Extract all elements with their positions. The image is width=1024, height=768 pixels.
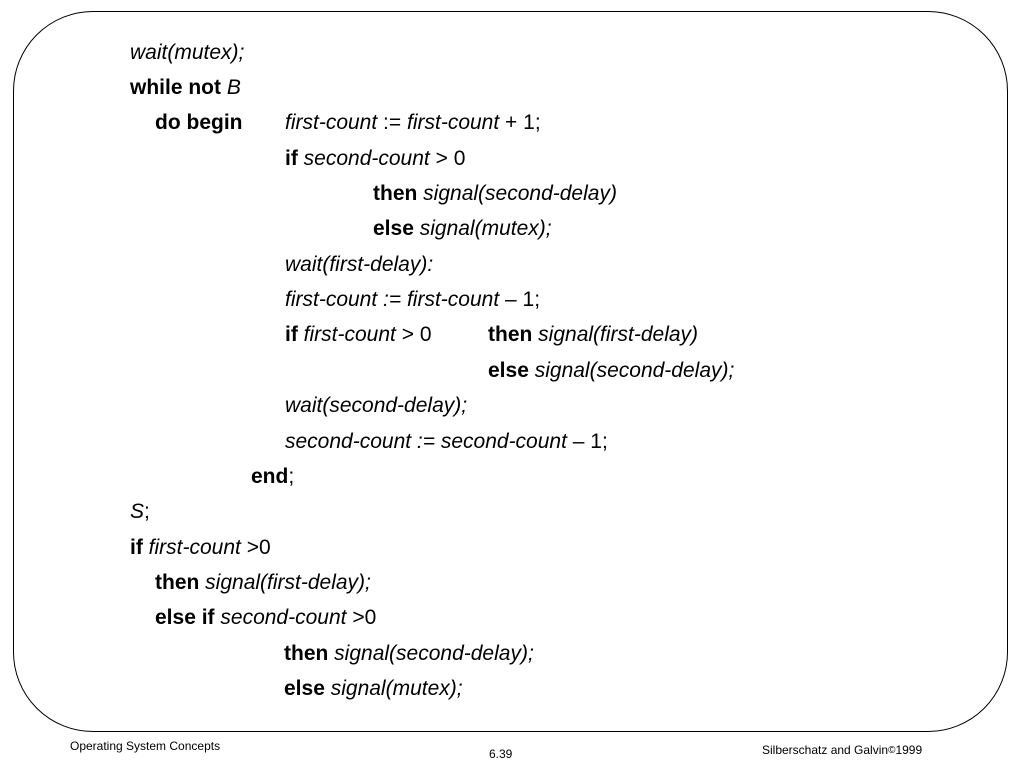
code-line-13: end; xyxy=(251,464,294,490)
keyword: else xyxy=(284,677,325,700)
keyword: then xyxy=(488,323,533,346)
footer-authors: Silberschatz and Galvin xyxy=(762,743,889,757)
code-token: second-count := second-count xyxy=(285,430,567,453)
footer-left: Operating System Concepts xyxy=(70,739,221,753)
code-token: second-count xyxy=(303,147,430,170)
code-token: signal(first-delay) xyxy=(538,323,699,346)
code-line-2: while not B xyxy=(130,75,241,101)
keyword: else xyxy=(373,217,414,240)
punctuation: ; xyxy=(288,465,295,488)
operator: – 1; xyxy=(572,430,608,453)
code-line-15: if first-count >0 xyxy=(130,535,271,561)
operator: >0 xyxy=(352,606,377,629)
code-line-11: wait(second-delay); xyxy=(285,393,467,419)
code-token: first-count := first-count xyxy=(285,288,500,311)
footer-year: 1999 xyxy=(895,743,923,757)
code-line-14: S; xyxy=(130,499,150,525)
keyword: else xyxy=(488,359,529,382)
code-token: signal(first-delay); xyxy=(205,571,371,594)
code-line-3-body: first-count := first-count + 1; xyxy=(285,110,541,136)
code-line-6: else signal(mutex); xyxy=(373,216,552,242)
copyright-symbol: © xyxy=(888,745,896,756)
keyword: if xyxy=(285,147,298,170)
code-line-4: if second-count > 0 xyxy=(285,146,465,172)
operator: >0 xyxy=(246,536,271,559)
code-line-5: then signal(second-delay) xyxy=(373,181,617,207)
code-line-10: else signal(second-delay); xyxy=(488,358,734,384)
keyword: then xyxy=(373,182,418,205)
keyword: then xyxy=(155,571,200,594)
footer-right: Silberschatz and Galvin©1999 xyxy=(762,743,922,757)
keyword: if xyxy=(130,536,143,559)
code-line-17: else if second-count >0 xyxy=(155,605,376,631)
keyword: do begin xyxy=(155,111,243,134)
code-line-1: wait(mutex); xyxy=(130,40,244,66)
code-token: B xyxy=(226,76,241,99)
slide-frame xyxy=(13,11,1008,732)
punctuation: ; xyxy=(144,500,150,523)
keyword: end xyxy=(251,465,289,488)
operator: > 0 xyxy=(435,147,466,170)
code-line-12: second-count := second-count – 1; xyxy=(285,429,608,455)
operator: := xyxy=(383,111,402,134)
code-token: signal(second-delay); xyxy=(334,642,534,665)
keyword: then xyxy=(284,642,329,665)
operator: > 0 xyxy=(401,323,432,346)
code-token: S xyxy=(130,500,145,523)
code-token: signal(second-delay) xyxy=(423,182,617,205)
code-token: wait(first-delay): xyxy=(285,253,434,276)
operator: – 1; xyxy=(505,288,541,311)
keyword: while not xyxy=(130,76,221,99)
code-line-9: if first-count > 0 xyxy=(285,322,432,348)
code-token: signal(mutex); xyxy=(330,677,463,700)
code-token: first-count xyxy=(303,323,396,346)
code-token: wait(mutex); xyxy=(130,41,245,64)
code-token: second-count xyxy=(220,606,347,629)
keyword: else if xyxy=(155,606,215,629)
code-token: first-count xyxy=(285,111,378,134)
keyword: if xyxy=(285,323,298,346)
code-line-7: wait(first-delay): xyxy=(285,252,433,278)
code-token: signal(mutex); xyxy=(419,217,552,240)
code-line-3: do begin xyxy=(155,110,243,136)
code-line-19: else signal(mutex); xyxy=(284,676,463,702)
code-token: first-count xyxy=(407,111,500,134)
code-token: first-count xyxy=(148,536,241,559)
operator: + 1; xyxy=(505,111,541,134)
code-line-18: then signal(second-delay); xyxy=(284,641,534,667)
footer-page-number: 6.39 xyxy=(489,747,513,761)
code-line-16: then signal(first-delay); xyxy=(155,570,371,596)
code-line-8: first-count := first-count – 1; xyxy=(285,287,540,313)
code-token: signal(second-delay); xyxy=(534,359,735,382)
code-token: wait(second-delay); xyxy=(285,394,468,417)
code-line-9-then: then signal(first-delay) xyxy=(488,322,698,348)
